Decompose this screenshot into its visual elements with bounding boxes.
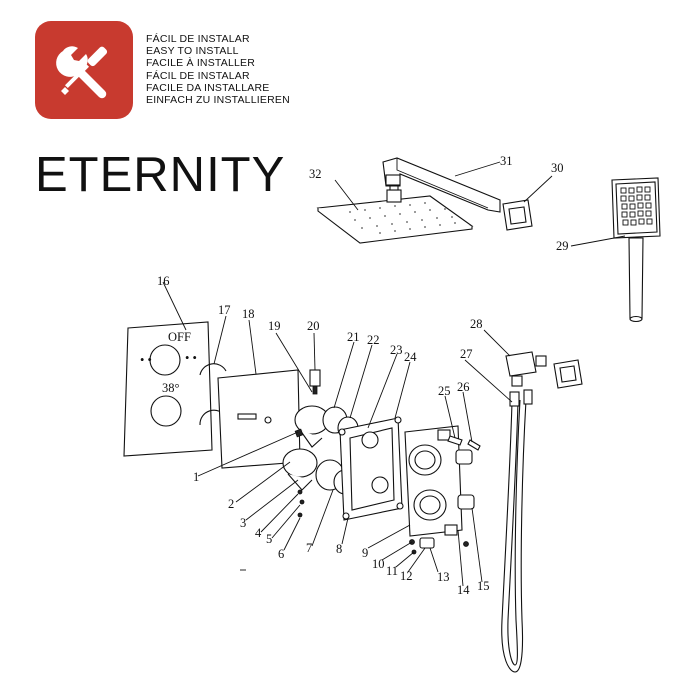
part-label-24: 24 bbox=[404, 350, 417, 364]
part-label-32: 32 bbox=[309, 167, 322, 181]
mounting-frame bbox=[338, 416, 404, 521]
wall-outlet-elbow bbox=[505, 351, 547, 387]
panel-label-hot: • • bbox=[140, 353, 152, 367]
install-text-de: EINFACH ZU INSTALLIEREN bbox=[146, 94, 290, 107]
part-label-21: 21 bbox=[347, 330, 360, 344]
valve-screw-26 bbox=[467, 439, 481, 451]
install-text-fr: FACILE À INSTALLER bbox=[146, 57, 256, 70]
install-text-en: EASY TO INSTALL bbox=[146, 45, 239, 58]
part-label-16: 16 bbox=[157, 274, 170, 288]
wall-flange-top bbox=[502, 199, 533, 231]
hand-shower bbox=[611, 177, 661, 323]
part-label-2: 2 bbox=[228, 497, 234, 511]
part-label-31: 31 bbox=[500, 154, 513, 168]
screw-4 bbox=[297, 489, 303, 495]
part-label-1: 1 bbox=[193, 470, 199, 484]
part-label-25: 25 bbox=[438, 384, 451, 398]
part-label-11: 11 bbox=[386, 564, 398, 578]
part-label-17: 17 bbox=[218, 303, 231, 317]
leader-lines bbox=[162, 161, 626, 587]
panel-label-off: OFF bbox=[168, 330, 191, 344]
screw-6 bbox=[297, 512, 303, 518]
wall-flange-outlet bbox=[553, 359, 583, 389]
tools-icon bbox=[56, 46, 108, 99]
part-label-12: 12 bbox=[400, 569, 413, 583]
panel-label-temp: 38° bbox=[162, 381, 180, 395]
install-text-pt: FÁCIL DE INSTALAR bbox=[146, 69, 250, 82]
part-label-13: 13 bbox=[437, 570, 450, 584]
control-knob-upper bbox=[294, 405, 330, 448]
screw-5 bbox=[299, 499, 305, 505]
part-label-14: 14 bbox=[457, 583, 470, 597]
part-label-22: 22 bbox=[367, 333, 380, 347]
part-label-30: 30 bbox=[551, 161, 564, 175]
part-label-3: 3 bbox=[240, 516, 246, 530]
shower-hose bbox=[501, 389, 533, 673]
trim-plate: OFF • • • • 38° bbox=[123, 321, 213, 457]
part-label-6: 6 bbox=[278, 547, 284, 561]
valve-screw-25 bbox=[447, 435, 463, 446]
part-label-19: 19 bbox=[268, 319, 281, 333]
rain-shower-head bbox=[316, 175, 474, 244]
part-label-5: 5 bbox=[266, 532, 272, 546]
install-text-list: FÁCIL DE INSTALAR EASY TO INSTALL FACILE… bbox=[146, 33, 290, 106]
part-label-7: 7 bbox=[306, 541, 312, 555]
panel-label-cold: • • bbox=[185, 351, 197, 365]
part-label-23: 23 bbox=[390, 343, 403, 357]
part-labels: 1 2 3 4 5 6 7 8 9 10 11 12 13 14 15 16 1… bbox=[157, 154, 569, 597]
part-label-18: 18 bbox=[242, 307, 255, 321]
part-label-29: 29 bbox=[556, 239, 569, 253]
part-label-20: 20 bbox=[307, 319, 320, 333]
install-text-es: FÁCIL DE INSTALAR bbox=[146, 33, 250, 45]
part-label-27: 27 bbox=[460, 347, 473, 361]
valve-body bbox=[404, 425, 475, 555]
part-label-10: 10 bbox=[372, 557, 385, 571]
part-label-4: 4 bbox=[255, 526, 262, 540]
control-knob-lower bbox=[282, 448, 318, 491]
shower-arm bbox=[382, 157, 501, 213]
part-label-9: 9 bbox=[362, 546, 368, 560]
part-label-26: 26 bbox=[457, 380, 470, 394]
part-label-8: 8 bbox=[336, 542, 342, 556]
part-label-28: 28 bbox=[470, 317, 483, 331]
product-title: ETERNITY bbox=[35, 148, 286, 202]
part-label-15: 15 bbox=[477, 579, 490, 593]
install-text-it: FACILE DA INSTALLARE bbox=[146, 81, 270, 94]
easy-install-badge bbox=[35, 21, 133, 119]
